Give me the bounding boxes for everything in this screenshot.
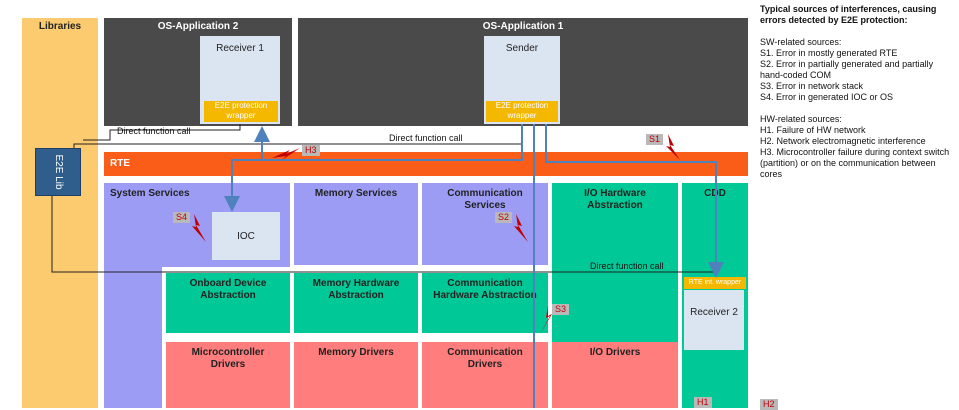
sender-label: Sender bbox=[505, 43, 539, 54]
receiver-1-e2e-wrapper-label: E2E protection wrapper bbox=[214, 101, 268, 120]
cdd-label: CDD bbox=[704, 188, 726, 199]
tag-s3: S3 bbox=[552, 304, 570, 315]
legend-sw-item: S3. Error in network stack bbox=[760, 81, 864, 91]
communication-hardware-abstraction-label: Communication Hardware Abstraction bbox=[433, 278, 537, 301]
receiver-1-e2e-wrapper bbox=[204, 101, 278, 122]
legend-sw-item: S1. Error in mostly generated RTE bbox=[760, 48, 898, 58]
direct-call-line-1 bbox=[83, 124, 241, 141]
sender-to-cdd-line bbox=[545, 124, 724, 278]
direct-call-label-3: Direct function call bbox=[590, 261, 664, 271]
ioc-box bbox=[212, 212, 280, 260]
io-drivers-label: I/O Drivers bbox=[589, 347, 641, 358]
microcontroller-drivers-label: Microcontroller Drivers bbox=[191, 347, 265, 370]
libraries-column bbox=[22, 18, 98, 408]
lightning-s1 bbox=[666, 134, 680, 160]
e2e-lib-box bbox=[35, 148, 81, 196]
lightning-s3 bbox=[540, 306, 552, 334]
legend-hw-item: H1. Failure of HW network bbox=[760, 125, 866, 135]
lightning-h3 bbox=[272, 148, 300, 160]
io-hardware-abstraction-label: I/O Hardware Abstraction bbox=[584, 188, 646, 211]
receiver-2-box bbox=[684, 290, 744, 350]
onboard-device-abstraction-box bbox=[166, 273, 290, 333]
system-services-label: System Services bbox=[110, 188, 190, 199]
direct-call-line-3 bbox=[51, 196, 716, 273]
sender-to-ioc-line bbox=[224, 124, 523, 212]
lightning-s2 bbox=[514, 214, 528, 242]
onboard-device-abstraction-label: Onboard Device Abstraction bbox=[189, 278, 267, 301]
tag-s1: S1 bbox=[646, 134, 664, 145]
direct-call-label-2: Direct function call bbox=[389, 133, 463, 143]
memory-hardware-abstraction-box bbox=[294, 273, 418, 333]
receiver-2-label: Receiver 2 bbox=[690, 307, 738, 318]
communication-drivers-box bbox=[422, 342, 548, 408]
legend-panel: Typical sources of interferences, causin… bbox=[760, 4, 956, 191]
tag-h1: H1 bbox=[694, 397, 712, 408]
tag-s4: S4 bbox=[173, 212, 191, 223]
legend-title: Typical sources of interferences, causin… bbox=[760, 4, 937, 25]
tag-h2: H2 bbox=[760, 399, 778, 410]
rte-int-wrapper bbox=[684, 277, 746, 289]
tag-s2: S2 bbox=[495, 212, 513, 223]
rte-int-wrapper-label: RTE int. wrapper bbox=[688, 279, 742, 286]
rte-bar bbox=[104, 152, 748, 176]
communication-services-box bbox=[422, 183, 548, 265]
memory-drivers-label: Memory Drivers bbox=[318, 347, 394, 358]
io-drivers-box bbox=[552, 342, 678, 408]
tag-h3: H3 bbox=[302, 145, 320, 156]
sender-e2e-wrapper bbox=[486, 101, 558, 122]
receiver-1-label: Receiver 1 bbox=[216, 43, 264, 54]
legend-hw-section: HW-related sources: H1. Failure of HW ne… bbox=[760, 114, 956, 180]
legend-sw-section: SW-related sources: S1. Error in mostly … bbox=[760, 37, 956, 103]
legend-hw-item: H2. Network electromagnetic interference bbox=[760, 136, 926, 146]
microcontroller-drivers-box bbox=[166, 342, 290, 408]
communication-hardware-abstraction-box bbox=[422, 273, 548, 333]
legend-hw-item: H3. Microcontroller failure during conte… bbox=[760, 147, 950, 179]
direct-call-label-1: Direct function call bbox=[117, 126, 191, 136]
memory-hardware-abstraction-label: Memory Hardware Abstraction bbox=[312, 278, 400, 301]
memory-services-box bbox=[294, 183, 418, 265]
memory-services-label: Memory Services bbox=[314, 188, 398, 199]
sender-e2e-wrapper-label: E2E protection wrapper bbox=[495, 101, 549, 120]
ioc-label: IOC bbox=[237, 231, 255, 242]
communication-services-label: Communication Services bbox=[447, 188, 523, 211]
os-application-2-title: OS-Application 2 bbox=[157, 21, 239, 32]
rte-label: RTE bbox=[110, 158, 130, 169]
legend-hw-title: HW-related sources: bbox=[760, 114, 842, 124]
lightning-s4 bbox=[192, 214, 206, 242]
os-application-1-title: OS-Application 1 bbox=[482, 21, 564, 32]
legend-sw-item: S2. Error in partially generated and par… bbox=[760, 59, 934, 80]
legend-sw-item: S4. Error in generated IOC or OS bbox=[760, 92, 894, 102]
communication-drivers-label: Communication Drivers bbox=[447, 347, 523, 370]
legend-sw-title: SW-related sources: bbox=[760, 37, 842, 47]
libraries-label: Libraries bbox=[38, 21, 82, 32]
memory-drivers-box bbox=[294, 342, 418, 408]
